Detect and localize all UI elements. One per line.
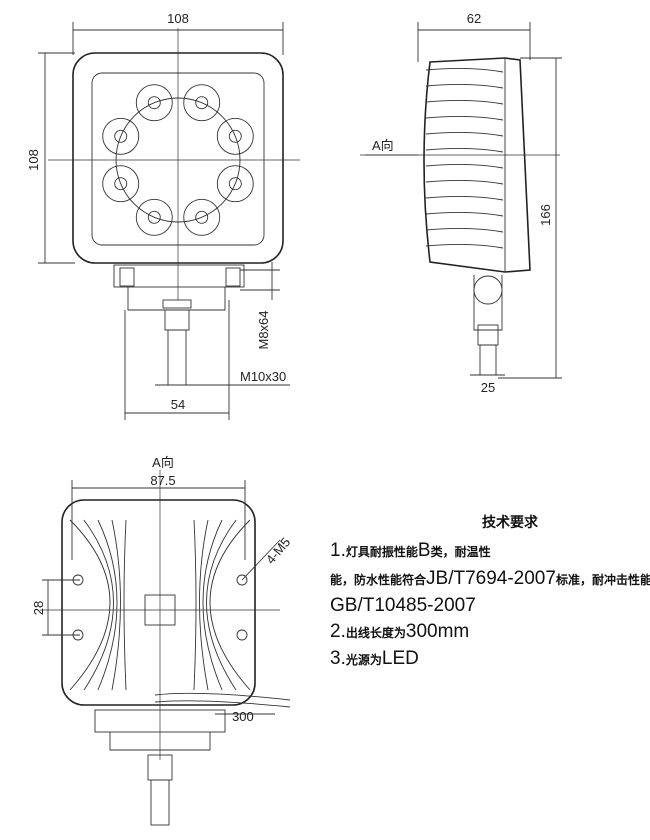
fin-line (425, 211, 504, 217)
fin-line (97, 519, 118, 691)
fin-line (425, 179, 504, 185)
led-icon (216, 165, 254, 203)
led-core (228, 129, 242, 143)
text: 3. (330, 648, 346, 669)
req-line-5: 3.光源为LED (330, 648, 419, 670)
fin-line (193, 519, 197, 691)
fin-line (425, 131, 504, 137)
cable-dim-label: 300 (232, 709, 254, 724)
led-core (195, 96, 209, 110)
text: 能，防水性能符合 (330, 573, 427, 587)
text: 光源为 (345, 653, 382, 667)
text: 300mm (405, 621, 470, 642)
rear-bracket (94, 709, 226, 733)
fin-line (206, 519, 237, 691)
fin-line (425, 195, 504, 201)
fin-line (69, 519, 111, 691)
width-dim-label: 108 (167, 11, 189, 26)
req-line-1: 1.灯具耐振性能B类，耐温性 (330, 540, 491, 562)
led-core (114, 177, 128, 191)
hole-note-label: 4-M5 (263, 535, 294, 567)
led-icon (183, 198, 221, 236)
nut (162, 299, 192, 309)
fin-line (425, 227, 504, 233)
rear-view-label: A向 (152, 455, 174, 470)
hole-spacing-dim-label: 28 (31, 601, 46, 615)
text: 灯具耐振性能 (345, 545, 418, 559)
fin-line (83, 519, 114, 691)
thread-dim-label: M10x30 (240, 369, 286, 384)
led-icon (216, 117, 254, 155)
side-bolt (479, 344, 497, 376)
led-icon (102, 165, 140, 203)
rear-housing (61, 499, 256, 706)
side-view: 62 A向 166 25 (360, 11, 562, 395)
led-icon (135, 84, 173, 122)
side-housing (423, 57, 531, 273)
text: JB/T7694-2007 (426, 568, 556, 589)
side-height-dim-label: 166 (538, 204, 553, 226)
rear-bolt (150, 779, 170, 826)
fin-line (425, 163, 504, 169)
text: 类，耐温性 (430, 545, 491, 559)
fin-line (123, 519, 127, 691)
text: 标准，耐冲击性能符合 (555, 573, 650, 587)
text: 1. (330, 540, 346, 561)
fin-line (425, 115, 504, 121)
fin-line (111, 519, 121, 691)
text: B (417, 540, 431, 561)
bracket-dim-label: 54 (171, 397, 185, 412)
led-core (147, 210, 161, 224)
bolt (167, 329, 187, 386)
led-core (114, 129, 128, 143)
text: 出线长度为 (345, 626, 406, 640)
height-dim-label: 108 (26, 149, 41, 171)
req-line-2: 能，防水性能符合JB/T7694-2007标准，耐冲击性能符合 (330, 568, 650, 590)
rear-view: A向 87.5 28 4-M5 300 (31, 455, 294, 826)
cooling-fins (425, 67, 504, 249)
bolt-dim-label: M8x64 (256, 310, 271, 349)
led-icon (183, 84, 221, 122)
front-view: 108 108 M8x64 M10x30 54 (26, 11, 300, 420)
fin-line (425, 147, 504, 153)
req-line-4: 2.出线长度为300mm (330, 621, 469, 643)
rear-width-dim-label: 87.5 (150, 473, 175, 488)
view-a-label: A向 (372, 138, 394, 153)
fin-line (425, 67, 504, 73)
led-core (195, 210, 209, 224)
req-line-3: GB/T10485-2007 (330, 595, 476, 616)
fin-line (199, 519, 209, 691)
led-group (102, 84, 254, 236)
fin-line (425, 83, 504, 89)
fin-line (425, 99, 504, 105)
rear-fins (69, 519, 251, 691)
bracket (113, 264, 245, 288)
led-ring (115, 97, 241, 223)
fin-line (209, 519, 251, 691)
led-core (147, 96, 161, 110)
led-icon (102, 117, 140, 155)
center-boss (144, 594, 176, 626)
fin-line (202, 519, 223, 691)
tech-title: 技术要求 (482, 514, 538, 530)
side-bracket-dim-label: 25 (481, 380, 495, 395)
fin-line (425, 243, 504, 249)
depth-dim-label: 62 (467, 11, 481, 26)
cable (154, 692, 291, 701)
pivot (473, 275, 503, 305)
text: 2. (330, 621, 346, 642)
text: LED (381, 648, 419, 669)
led-core (228, 177, 242, 191)
led-icon (135, 198, 173, 236)
